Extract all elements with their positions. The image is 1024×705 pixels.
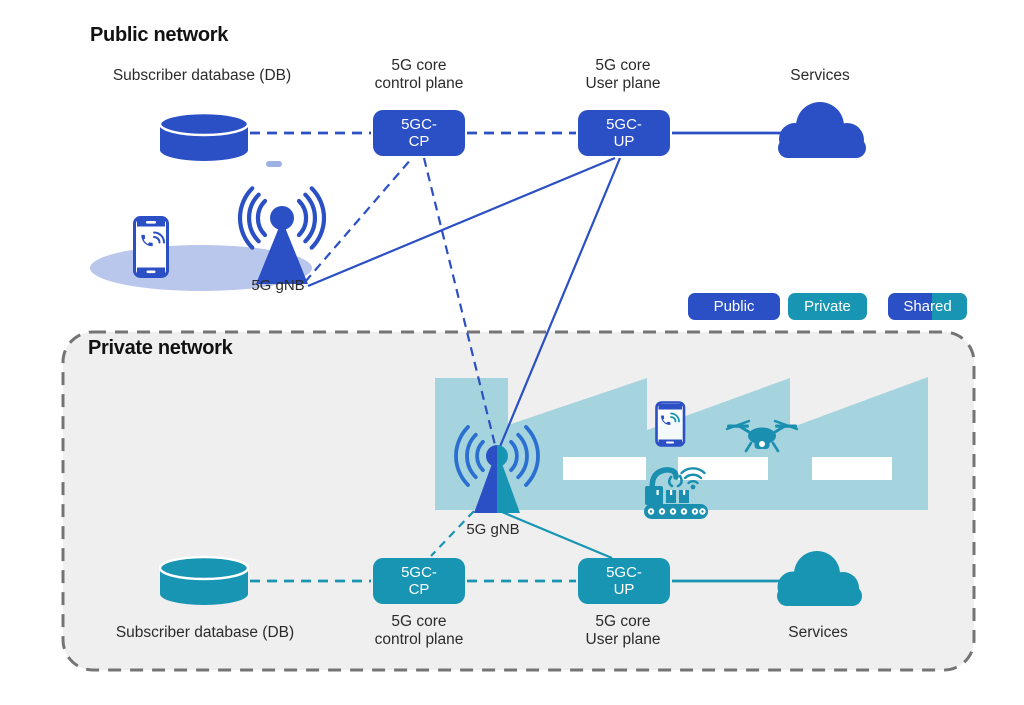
- private-5gc-cp-line1: 5GC-: [401, 563, 437, 581]
- public-cp-caption-line1: 5G core: [391, 57, 447, 74]
- antenna-tower-icon: [237, 186, 327, 284]
- public-5gc-cp-node: 5GC- CP: [373, 110, 465, 156]
- public-cp-caption-line2: control plane: [374, 75, 464, 93]
- legend-pill-shared: Shared: [888, 293, 967, 320]
- private-5gc-up-node: 5GC- UP: [578, 558, 670, 604]
- factory-window: [563, 457, 646, 480]
- link-sharedgnb-up: [501, 510, 613, 560]
- private-5gc-cp-line2: CP: [408, 581, 430, 598]
- private-db-label: Subscriber database (DB): [115, 624, 295, 641]
- public-up-caption-line1: 5G core: [595, 57, 651, 74]
- public-5gc-cp-line1: 5GC-: [401, 115, 437, 133]
- shared-gnb-label: 5G gNB: [466, 521, 520, 538]
- link-up-sharedgnb: [497, 157, 622, 450]
- shared-antenna-tower-icon: [454, 425, 540, 513]
- public-up-caption-line2: User plane: [585, 75, 661, 93]
- legend-pill-public: Public: [688, 293, 780, 320]
- public-5gc-up-line1: 5GC-: [606, 115, 642, 133]
- private-links: [250, 510, 784, 583]
- public-5gc-cp-line2: CP: [408, 133, 430, 150]
- link-cp-sharedgnb-dashed: [422, 157, 498, 450]
- cloud-icon: [777, 551, 862, 606]
- private-up-caption-line1: 5G core: [595, 613, 651, 630]
- private-services-label: Services: [788, 624, 848, 641]
- private-cp-caption: 5G core control plane: [349, 613, 489, 650]
- public-gnb-label: 5G gNB: [251, 277, 305, 294]
- database-cylinder-icon: [158, 555, 250, 605]
- database-cylinder-icon: [158, 111, 250, 161]
- private-5gc-cp-node: 5GC- CP: [373, 558, 465, 604]
- private-up-caption: 5G core User plane: [553, 613, 693, 650]
- public-cp-caption: 5G core control plane: [349, 57, 489, 94]
- smartphone-call-icon: [133, 216, 169, 278]
- public-links: [250, 131, 786, 450]
- public-5gc-up-node: 5GC- UP: [578, 110, 670, 156]
- robot-arm-conveyor-icon: [644, 467, 708, 519]
- smartphone-call-icon: [655, 401, 686, 447]
- public-services-label: Services: [790, 67, 850, 84]
- handset-icon: [661, 415, 671, 425]
- public-5gc-up-line2: UP: [613, 133, 635, 150]
- public-db-label: Subscriber database (DB): [112, 67, 292, 84]
- private-5gc-up-line1: 5GC-: [606, 563, 642, 581]
- drone-icon: [725, 419, 799, 453]
- public-up-caption: 5G core User plane: [553, 57, 693, 94]
- link-sharedgnb-cp-dashed: [430, 510, 475, 557]
- coverage-dash: [266, 161, 282, 167]
- public-network-title: Public network: [90, 24, 229, 46]
- link-gnb-cp-dashed: [304, 157, 413, 283]
- factory-window: [678, 457, 768, 480]
- private-cp-caption-line2: control plane: [374, 631, 464, 649]
- legend-pill-private: Private: [788, 293, 867, 320]
- private-5gc-up-line2: UP: [613, 581, 635, 598]
- cloud-icon: [778, 102, 866, 158]
- private-up-caption-line2: User plane: [585, 631, 661, 649]
- factory-window: [812, 457, 892, 480]
- link-gnb-up: [307, 156, 616, 288]
- handset-icon: [141, 234, 153, 247]
- private-network-title: Private network: [88, 337, 233, 359]
- wifi-icon: [680, 467, 706, 490]
- private-cp-caption-line1: 5G core: [391, 613, 447, 630]
